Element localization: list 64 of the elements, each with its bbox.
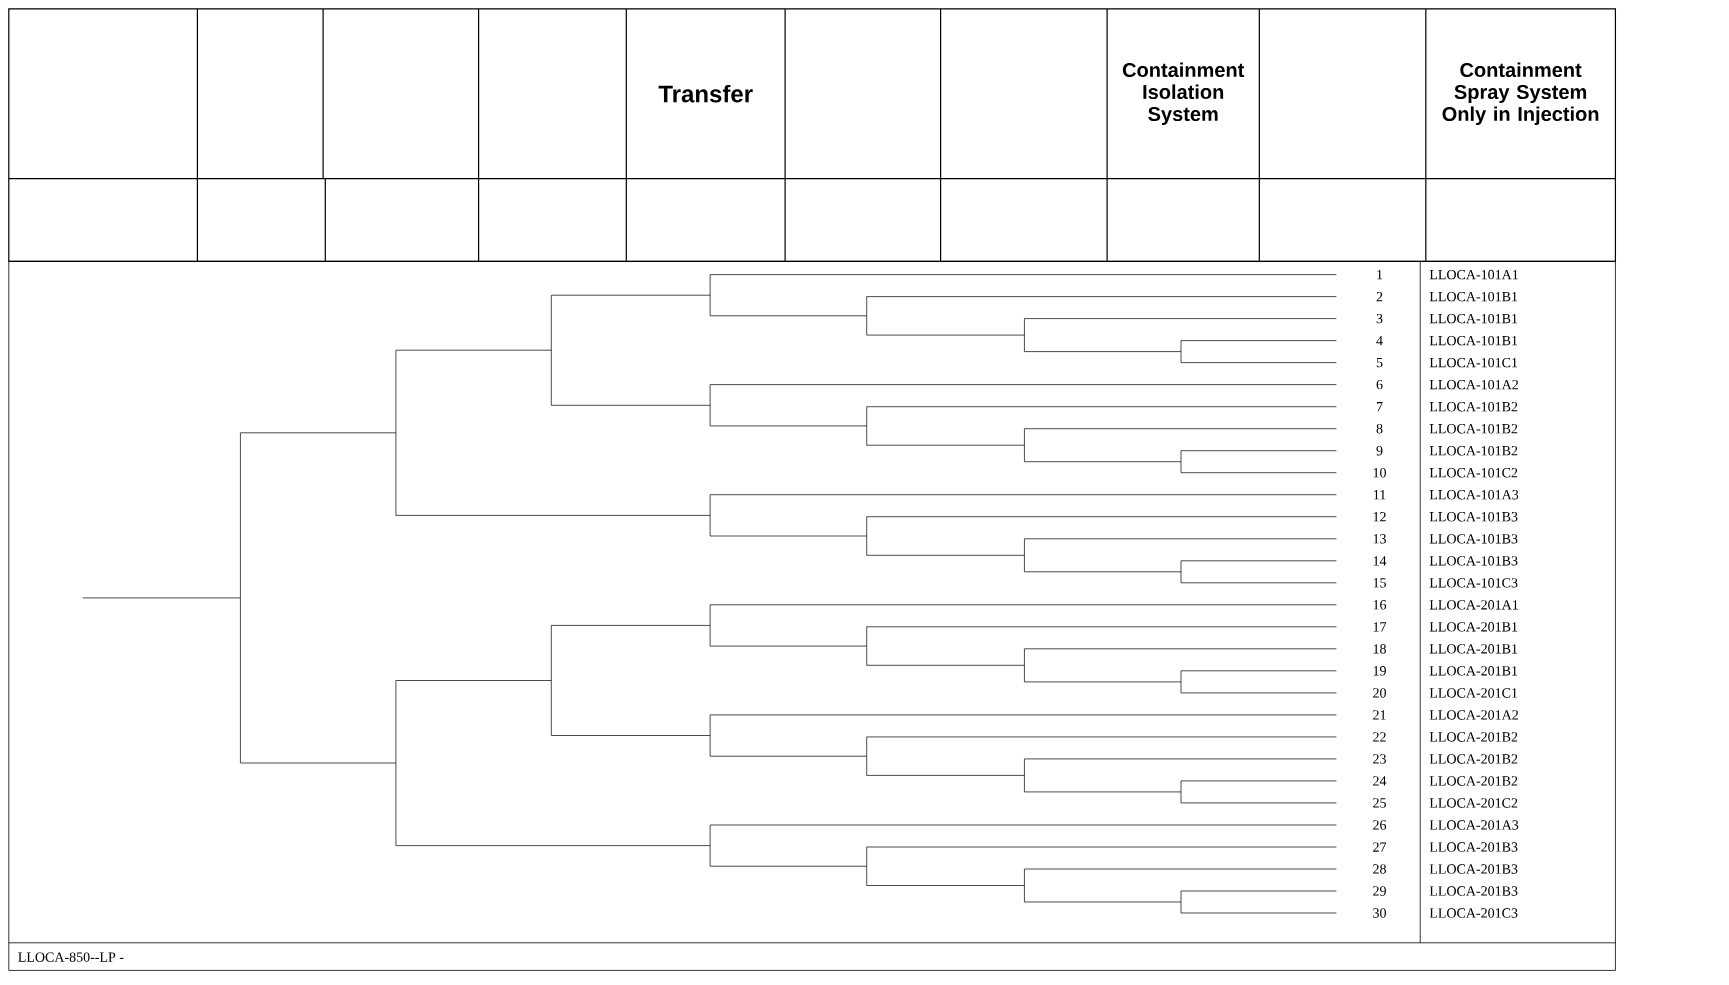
sequence-number: 1 — [1377, 269, 1383, 280]
sequence-number: 14 — [1373, 556, 1387, 566]
sequence-number: 15 — [1373, 578, 1386, 588]
heading-text: Containment Isolation System — [1122, 62, 1245, 126]
sequence-number: 28 — [1373, 864, 1386, 874]
sequence-number: 18 — [1373, 644, 1386, 654]
end-state-label: LLOCA-201B2 — [1429, 776, 1518, 786]
heading-text: Containment Spray System Only in Injection — [1442, 62, 1599, 126]
sequence-number: 24 — [1373, 776, 1387, 786]
end-state-label: LLOCA-101B1 — [1429, 313, 1518, 324]
sequence-number: 30 — [1373, 908, 1386, 918]
heading-text: Transfer — [658, 84, 753, 103]
end-state-label: LLOCA-101A2 — [1429, 379, 1518, 390]
end-state-label: LLOCA-101B2 — [1429, 402, 1518, 412]
sequence-number: 9 — [1376, 446, 1383, 456]
end-state-label: LLOCA-101B1 — [1429, 291, 1518, 302]
end-state-label: LLOCA-101B2 — [1429, 424, 1518, 434]
sequence-number: 26 — [1373, 820, 1387, 830]
end-state-label: LLOCA-101B3 — [1429, 512, 1518, 522]
end-state-label: LLOCA-201B2 — [1429, 732, 1518, 742]
sequence-number: 7 — [1376, 402, 1383, 412]
sequence-number: 22 — [1373, 732, 1386, 742]
end-state-label: LLOCA-201A3 — [1429, 820, 1519, 830]
end-state-label: LLOCA-101A1 — [1429, 269, 1518, 280]
end-state-label: LLOCA-201B2 — [1429, 754, 1518, 764]
sequence-number: 21 — [1373, 710, 1386, 720]
sequence-number: 10 — [1373, 468, 1386, 478]
end-state-label: LLOCA-101B2 — [1429, 446, 1518, 456]
sequence-number: 17 — [1373, 622, 1387, 632]
end-state-label: LLOCA-201B1 — [1429, 644, 1518, 654]
end-state-label: LLOCA-201B3 — [1429, 842, 1518, 852]
end-state-label: LLOCA-101B3 — [1429, 556, 1518, 566]
end-state-label: LLOCA-101B3 — [1429, 534, 1518, 544]
sequence-number: 29 — [1373, 886, 1386, 896]
sequence-number: 16 — [1373, 600, 1387, 610]
end-state-label: LLOCA-101C2 — [1429, 468, 1518, 478]
end-state-label: LLOCA-201B3 — [1429, 864, 1518, 874]
end-state-label: LLOCA-201C2 — [1429, 798, 1518, 808]
sequence-number: 13 — [1373, 534, 1386, 544]
end-state-label: LLOCA-201C3 — [1429, 908, 1518, 918]
end-state-label: LLOCA-101C3 — [1429, 578, 1518, 588]
sequence-number: 25 — [1373, 798, 1386, 808]
end-state-label: LLOCA-201A1 — [1429, 600, 1518, 610]
sequence-number: 2 — [1376, 291, 1383, 302]
sequence-number: 19 — [1373, 666, 1386, 676]
end-state-label: LLOCA-201B3 — [1429, 886, 1518, 896]
end-state-label: LLOCA-101A3 — [1429, 490, 1519, 500]
end-state-label: LLOCA-101B1 — [1429, 335, 1518, 346]
sequence-number: 11 — [1374, 490, 1386, 500]
sequence-number: 12 — [1373, 512, 1386, 522]
end-state-label: LLOCA-201B1 — [1429, 666, 1518, 676]
sequence-number: 23 — [1373, 754, 1386, 764]
sequence-number: 8 — [1376, 424, 1383, 434]
sequence-number: 27 — [1373, 842, 1387, 852]
sequence-number: 3 — [1376, 313, 1383, 324]
end-state-label: LLOCA-101C1 — [1429, 357, 1518, 368]
footer-text: LLOCA-850--LP - — [18, 952, 124, 962]
sequence-number: 6 — [1376, 379, 1383, 390]
sequence-number: 5 — [1376, 357, 1383, 368]
sequence-number: 4 — [1376, 336, 1383, 346]
end-state-label: LLOCA-201A2 — [1429, 710, 1518, 720]
end-state-label: LLOCA-201B1 — [1429, 622, 1518, 632]
end-state-label: LLOCA-201C1 — [1429, 688, 1518, 698]
sequence-number: 20 — [1373, 688, 1386, 698]
